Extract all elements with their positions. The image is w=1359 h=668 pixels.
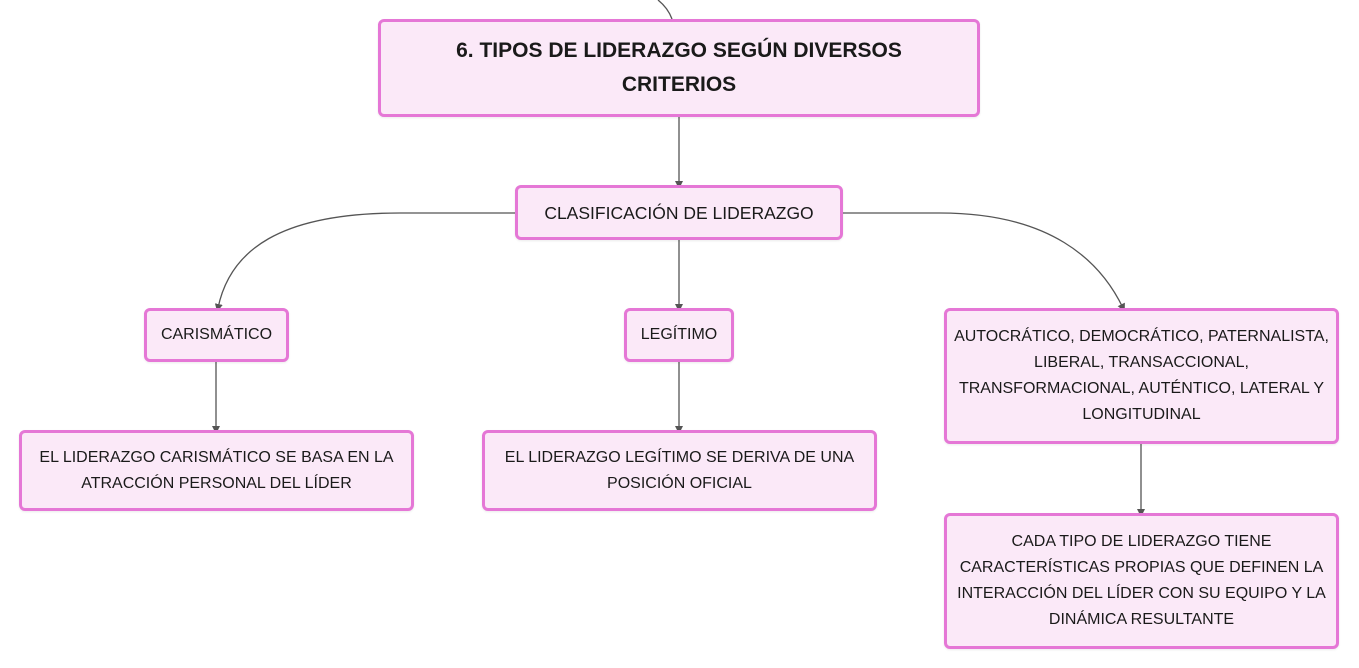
classification-label: CLASIFICACIÓN DE LIDERAZGO: [544, 202, 814, 223]
other-types-description-node[interactable]: CADA TIPO DE LIDERAZGO TIENE CARACTERÍST…: [944, 513, 1339, 649]
classification-to-charismatic-connector: [214, 212, 516, 312]
charismatic-label: CARISMÁTICO: [160, 326, 273, 343]
charismatic-description-node[interactable]: EL LIDERAZGO CARISMÁTICO SE BASA EN LA A…: [19, 430, 414, 511]
legitimate-description-node[interactable]: EL LIDERAZGO LEGÍTIMO SE DERIVA DE UNA P…: [482, 430, 877, 511]
other-types-description: CADA TIPO DE LIDERAZGO TIENE CARACTERÍST…: [957, 533, 1326, 628]
other-types-node[interactable]: AUTOCRÁTICO, DEMOCRÁTICO, PATERNALISTA, …: [944, 308, 1339, 444]
diagram-title: 6. TIPOS DE LIDERAZGO SEGÚN DIVERSOS CRI…: [456, 39, 902, 96]
legitimate-node[interactable]: LEGÍTIMO: [624, 308, 734, 362]
diagram-title-node[interactable]: 6. TIPOS DE LIDERAZGO SEGÚN DIVERSOS CRI…: [378, 19, 980, 117]
other-types-label: AUTOCRÁTICO, DEMOCRÁTICO, PATERNALISTA, …: [954, 328, 1329, 423]
legitimate-description: EL LIDERAZGO LEGÍTIMO SE DERIVA DE UNA P…: [504, 448, 855, 492]
classification-to-others-connector: [842, 212, 1125, 312]
legitimate-label: LEGÍTIMO: [640, 326, 718, 343]
classification-node[interactable]: CLASIFICACIÓN DE LIDERAZGO: [515, 185, 843, 240]
parent-connector: [657, 0, 673, 20]
charismatic-description: EL LIDERAZGO CARISMÁTICO SE BASA EN LA A…: [39, 448, 394, 492]
charismatic-node[interactable]: CARISMÁTICO: [144, 308, 289, 362]
